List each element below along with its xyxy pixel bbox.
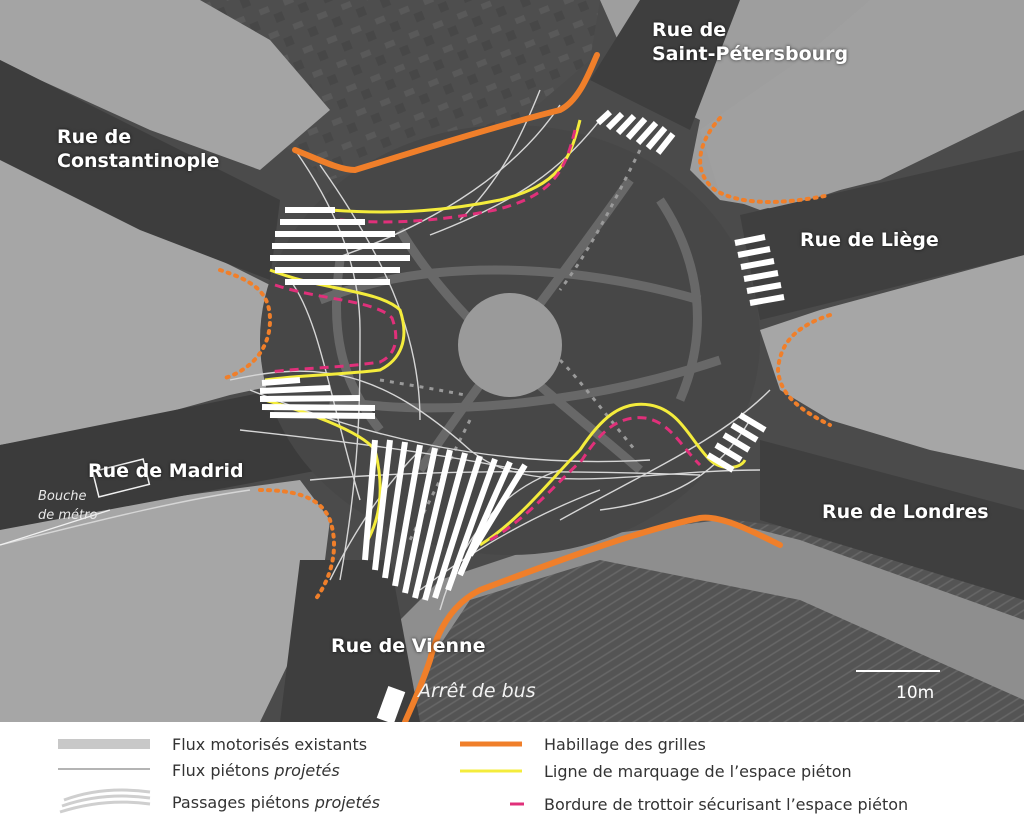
orange-grid-fences: [292, 52, 783, 722]
legend: Flux motorisés existants Flux piétons pr…: [0, 722, 1024, 832]
road-vienne: [280, 560, 420, 722]
intersection-map: [0, 0, 1024, 722]
legend-text: Habillage des grilles: [544, 734, 706, 754]
label-rue-londres: Rue de Londres: [822, 501, 989, 523]
block-north-west: [0, 0, 330, 170]
road-constantinople: [0, 60, 280, 280]
legend-text-main: Flux piétons: [172, 760, 275, 780]
road-saint-petersbourg: [590, 0, 740, 130]
label-rue-liege: Rue de Liège: [800, 229, 939, 251]
legend-swatch-habillage-grilles: [460, 741, 522, 747]
legend-text: Bordure de trottoir sécurisant l’espace …: [544, 794, 909, 814]
label-line: Bouche: [38, 489, 87, 504]
zebra-crossings: [259, 109, 785, 601]
label-line: de métro: [38, 508, 98, 523]
guide-lines: [379, 149, 642, 541]
legend-text-italic: projetés: [274, 760, 340, 780]
crossing-saint-petersbourg: [595, 109, 676, 155]
crossing-constantinople: [270, 207, 410, 285]
legend-swatch-bordure-trottoir: [510, 802, 524, 806]
metro-entrance-outline: [91, 458, 151, 498]
legend-item-flux-motorises: Flux motorisés existants: [172, 732, 367, 756]
road-londres: [760, 440, 1024, 600]
legend-swatch-ligne-marquage: [460, 769, 522, 773]
orange-dotted-edges: [218, 116, 832, 602]
legend-text: Passages piétons projetés: [172, 793, 380, 812]
crossing-vienne: [362, 439, 528, 601]
yellow-marking-lines: [264, 119, 747, 547]
label-metro-entrance: Bouche de métro: [38, 487, 97, 525]
legend-swatch-flux-pietons: [58, 768, 150, 770]
central-roundabout: [458, 293, 562, 397]
label-line: Rue de: [57, 126, 132, 148]
legend-item-habillage-grilles: Habillage des grilles: [544, 732, 706, 756]
crossing-madrid: [259, 377, 376, 419]
road-liege: [740, 150, 1024, 320]
crossing-londres: [706, 412, 767, 473]
block-west: [0, 150, 300, 445]
legend-text: Flux piétons projetés: [172, 761, 340, 780]
label-line: Constantinople: [57, 150, 220, 172]
label-line: Saint-Pétersbourg: [652, 43, 849, 65]
label-rue-saint-petersbourg: Rue de Saint-Pétersbourg: [652, 18, 848, 66]
crossing-liege: [734, 234, 785, 306]
label-rue-vienne: Rue de Vienne: [331, 635, 486, 657]
legend-item-bordure-trottoir: Bordure de trottoir sécurisant l’espace …: [544, 792, 908, 816]
legend-swatch-flux-motorises: [58, 739, 150, 749]
label-bus-stop: Arrêt de bus: [418, 680, 536, 702]
label-rue-madrid: Rue de Madrid: [88, 460, 244, 482]
block-north-east-corner: [700, 0, 1024, 210]
legend-text: Ligne de marquage de l’espace piéton: [544, 761, 852, 781]
legend-item-ligne-marquage: Ligne de marquage de l’espace piéton: [544, 759, 852, 783]
legend-text-main: Passages piétons: [172, 792, 315, 812]
block-east: [760, 255, 1024, 470]
road-madrid: [0, 385, 320, 530]
metro-pointer-line: [0, 509, 111, 546]
legend-text: Flux motorisés existants: [172, 734, 368, 754]
curb-dashed-lines: [269, 129, 702, 542]
bus-stop-shape: [376, 685, 406, 722]
legend-item-flux-pietons: Flux piétons projetés: [172, 758, 340, 782]
block-south-west: [0, 480, 330, 722]
label-line: Rue de: [652, 19, 727, 41]
sidewalk-south-east: [340, 520, 1024, 722]
label-rue-constantinople: Rue de Constantinople: [57, 125, 219, 173]
legend-text-italic: projetés: [314, 792, 380, 812]
legend-swatch-passages-pietons: [59, 788, 151, 814]
scale-label: 10m: [896, 683, 935, 703]
legend-item-passages-pietons: Passages piétons projetés: [172, 790, 380, 814]
